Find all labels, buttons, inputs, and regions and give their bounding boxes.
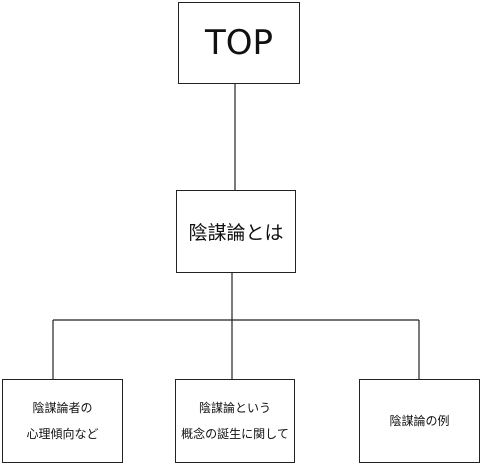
leaf-1-line-1: 陰謀論者の [32,401,93,415]
node-top-label: TOP [204,23,274,63]
leaf-2-line-2: 概念の誕生に関して [181,427,289,441]
node-top[interactable]: TOP [178,2,300,84]
node-middle-label: 陰謀論とは [188,222,284,244]
leaf-2-line-1: 陰謀論という [198,401,271,415]
leaf-3-line-1: 陰謀論の例 [389,414,450,428]
leaf-1-line-2: 心理傾向など [26,427,99,441]
node-concept-origin[interactable]: 陰謀論という 概念の誕生に関して [175,379,295,463]
node-examples[interactable]: 陰謀論の例 [359,379,480,463]
node-conspiracy-theory-overview[interactable]: 陰謀論とは [176,190,296,273]
node-psychology[interactable]: 陰謀論者の 心理傾向など [2,379,123,463]
